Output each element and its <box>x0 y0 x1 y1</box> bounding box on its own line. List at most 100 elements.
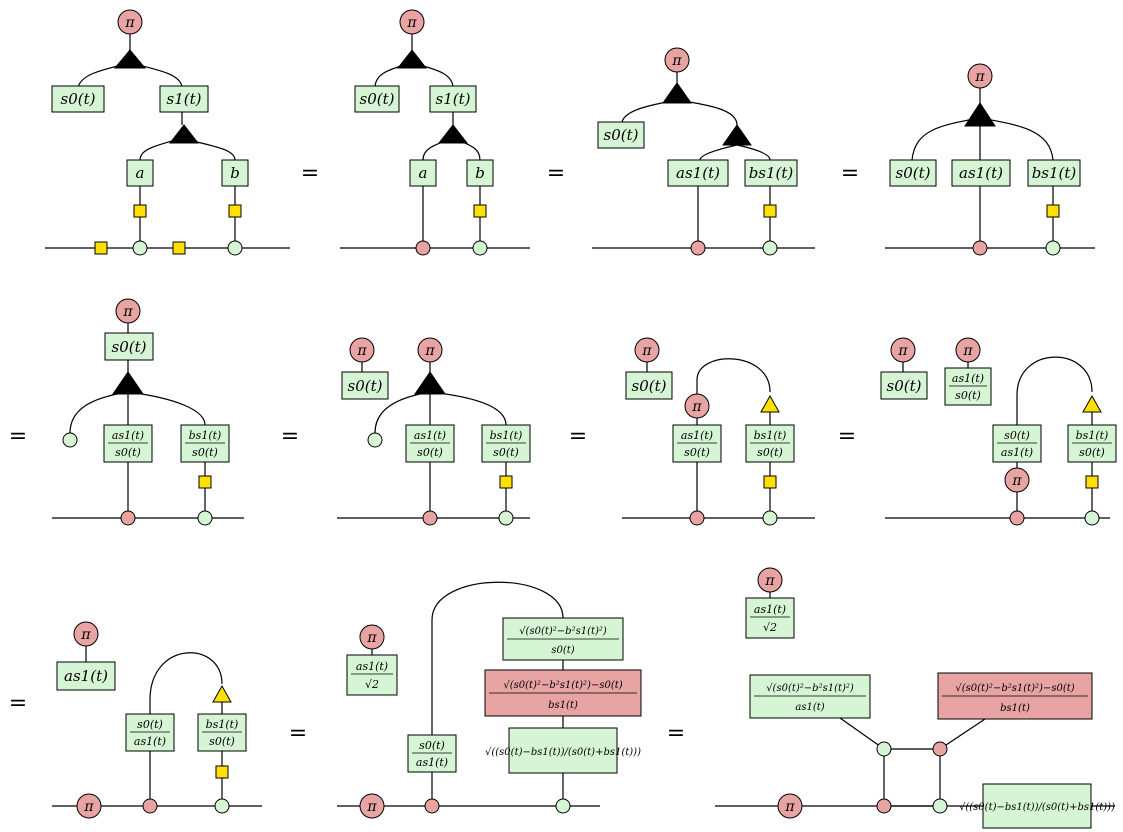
hadamard-box <box>94 241 108 255</box>
green-spider <box>214 798 230 814</box>
pi-label: π <box>691 399 702 415</box>
pi-label: π <box>784 799 795 815</box>
s0-box: s0(t) <box>887 377 922 395</box>
frac-den: s0(t) <box>209 735 235 748</box>
s0-box: s0(t) <box>360 90 395 108</box>
pi-spider <box>664 47 690 73</box>
frac-num: s0(t) <box>419 739 445 752</box>
hadamard-box <box>763 204 777 218</box>
pi-label: π <box>83 799 94 815</box>
red-num: √(s0(t)²−b²s1(t)²)−s0(t) <box>503 680 622 691</box>
panel-3: π s0(t) as1(t) bs1(t) <box>592 47 815 256</box>
panel-6: π s0(t) π as1(t) s0(t) bs1(t) s0(t) <box>337 337 531 526</box>
equals-sign: = <box>547 161 565 186</box>
s1-box: s1(t) <box>167 90 202 108</box>
black-triangle <box>168 124 200 144</box>
black-triangle <box>437 124 469 144</box>
frac-num: s0(t) <box>137 718 163 731</box>
hadamard-box <box>215 765 229 779</box>
pi-label: π <box>424 343 435 359</box>
s0-box: s0(t) <box>112 338 147 356</box>
black-triangle <box>112 371 144 395</box>
red-num: √(s0(t)²−b²s1(t)²)−s0(t) <box>955 683 1074 694</box>
frac-den: as1(t) <box>416 756 448 769</box>
red-spider <box>1009 510 1025 526</box>
equals-sign: = <box>9 424 27 449</box>
red-spider <box>932 741 948 757</box>
green-spider <box>132 240 148 256</box>
pi-spider <box>684 393 710 419</box>
pi-label: π <box>366 630 377 646</box>
equals-sign: = <box>838 424 856 449</box>
black-triangle <box>722 124 752 146</box>
frac-num: as1(t) <box>754 603 786 616</box>
pi-label: π <box>671 53 682 69</box>
pi-spider <box>967 63 993 89</box>
green-spider <box>762 510 778 526</box>
frac-den: s0(t) <box>1079 446 1105 459</box>
frac-num: bs1(t) <box>206 718 239 731</box>
hadamard-box <box>133 204 147 218</box>
bs1-box: bs1(t) <box>749 164 794 182</box>
green-spider <box>762 240 778 256</box>
equals-sign: = <box>301 161 319 186</box>
sqrt-num: √(s0(t)²−b²s1(t)²) <box>766 683 854 694</box>
panel-4: π s0(t) as1(t) bs1(t) <box>885 63 1095 256</box>
sqrt-den: s0(t) <box>551 645 574 656</box>
equals-sign: = <box>569 424 587 449</box>
s0-box: s0(t) <box>604 126 639 144</box>
red-spider <box>415 240 431 256</box>
pi-label: π <box>356 343 367 359</box>
s0-box: s0(t) <box>896 164 931 182</box>
hadamard-box <box>198 475 212 489</box>
s0-box: s0(t) <box>61 90 96 108</box>
green-spider <box>227 240 243 256</box>
frac-num: as1(t) <box>414 429 446 442</box>
pi-label: π <box>764 573 775 589</box>
green-spider <box>932 798 948 814</box>
equals-sign: = <box>289 721 307 746</box>
panel-8: π s0(t) π as1(t) s0(t) s0(t) as1(t) bs1(… <box>880 337 1117 526</box>
black-triangle <box>662 82 692 104</box>
ratio-sqrt: √((s0(t)−bs1(t))/(s0(t)+bs1(t))) <box>485 747 641 758</box>
ratio-sqrt: √((s0(t)−bs1(t))/(s0(t)+bs1(t))) <box>959 802 1115 813</box>
equals-sign: = <box>667 721 685 746</box>
pi-label: π <box>122 304 133 320</box>
frac-num: bs1(t) <box>189 429 222 442</box>
red-spider <box>424 798 440 814</box>
green-spider <box>498 510 514 526</box>
s0-box: s0(t) <box>348 377 383 395</box>
red-spider <box>690 240 706 256</box>
frac-num: bs1(t) <box>490 429 523 442</box>
green-spider <box>197 510 213 526</box>
frac-den: s0(t) <box>493 446 519 459</box>
pi-label: π <box>1011 473 1022 489</box>
frac-num: as1(t) <box>112 429 144 442</box>
yellow-triangle <box>212 684 232 703</box>
frac-den: as1(t) <box>1001 446 1033 459</box>
pi-spider <box>417 337 443 363</box>
yellow-triangle <box>1082 394 1102 413</box>
panel-7: π s0(t) π as1(t) s0(t) bs1(t) s0(t) <box>622 337 815 526</box>
green-spider <box>472 240 488 256</box>
red-den: bs1(t) <box>548 700 578 711</box>
frac-num: as1(t) <box>681 429 713 442</box>
frac-den: √2 <box>763 621 777 634</box>
panel-10: π as1(t) √2 √(s0(t)²−b²s1(t)²) s0(t) √(s… <box>337 581 642 819</box>
hadamard-box <box>228 204 242 218</box>
pi-label: π <box>80 627 91 643</box>
pi-spider <box>399 9 425 35</box>
hadamard-box <box>499 475 513 489</box>
s1-box: s1(t) <box>436 90 471 108</box>
b-box: b <box>230 164 240 182</box>
sqrt-num: √(s0(t)²−b²s1(t)²) <box>519 626 607 637</box>
pi-spider <box>115 298 141 324</box>
red-spider <box>120 510 136 526</box>
red-spider <box>422 510 438 526</box>
frac-den: as1(t) <box>134 735 166 748</box>
equals-sign: = <box>9 691 27 716</box>
red-spider <box>972 240 988 256</box>
equals-sign: = <box>281 424 299 449</box>
frac-num: s0(t) <box>1004 429 1030 442</box>
